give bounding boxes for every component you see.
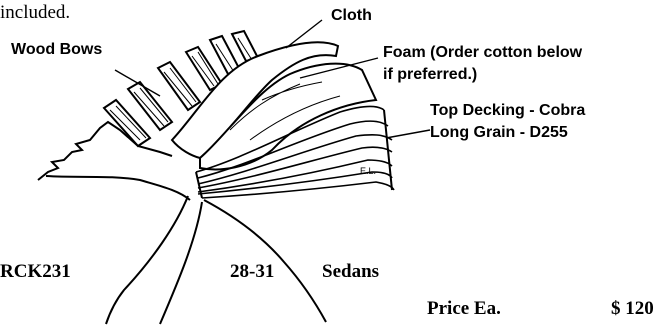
model-years: 28-31 (230, 261, 274, 283)
callout-foam-line2: if preferred.) (383, 66, 477, 84)
model-name: Sedans (322, 261, 379, 283)
header-text-included: included. (0, 2, 70, 24)
support-pillar (106, 196, 326, 324)
callout-decking-line2: Long Grain - D255 (430, 124, 568, 142)
body-panel-outline (38, 122, 172, 180)
callout-wood-bows: Wood Bows (11, 41, 102, 59)
callout-decking-line1: Top Decking - Cobra (430, 102, 585, 120)
callout-cloth: Cloth (331, 7, 372, 25)
sketch-initials: E.L. (360, 166, 376, 176)
price-label: Price Ea. (427, 298, 501, 320)
callout-foam-line1: Foam (Order cotton below (383, 44, 582, 62)
part-number: RCK231 (0, 261, 71, 283)
price-value: $ 120 (611, 298, 654, 320)
